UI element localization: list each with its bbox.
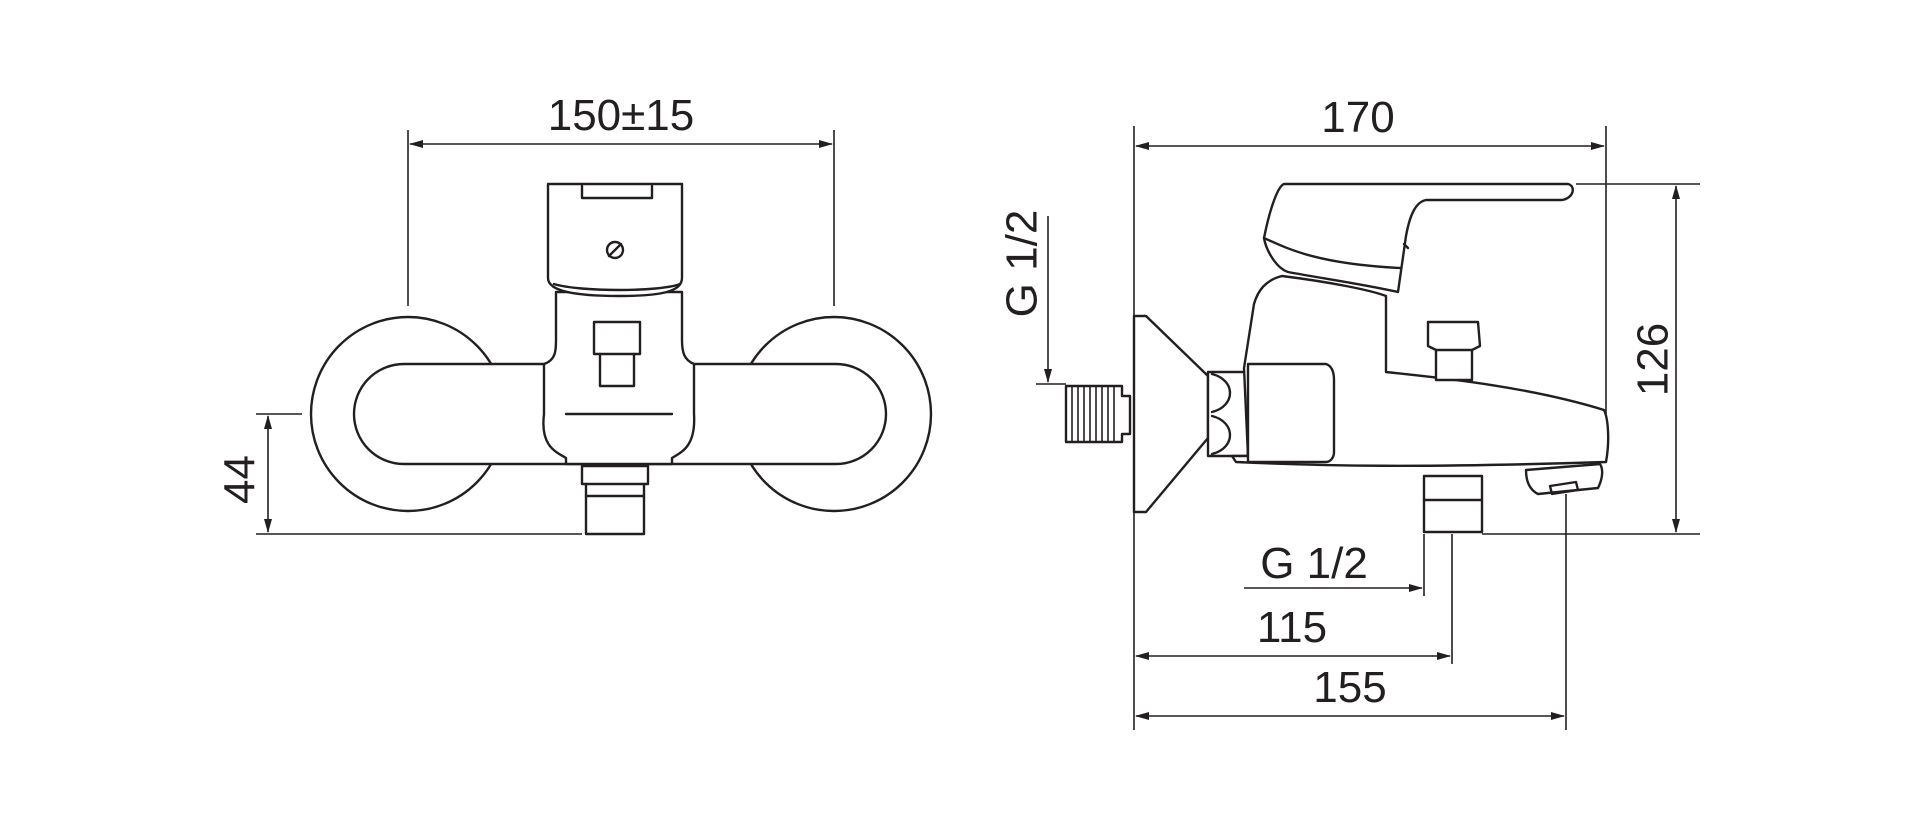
inlet-connector: [1064, 384, 1132, 444]
wall-flange: [1132, 314, 1210, 514]
lever-side: [1262, 182, 1574, 294]
lever-base-line: [552, 282, 682, 292]
lever-tick: [1402, 242, 1410, 250]
spout-aerator: [1548, 480, 1580, 496]
lever-underside: [1262, 236, 1402, 270]
outlet-side: [1422, 474, 1484, 534]
inlet-thread-lines: [1071, 386, 1115, 442]
screw-slot: [607, 242, 623, 258]
outlet-nipple: [580, 464, 650, 498]
overall-length: 170: [1321, 93, 1394, 142]
overall-height: 126: [1629, 323, 1678, 396]
spout: [1524, 462, 1604, 496]
outlet-thread: [584, 494, 646, 536]
lever-handle: [546, 182, 684, 298]
width-dimension: 150±15: [548, 91, 695, 140]
outlet-thread: G 1/2: [1260, 539, 1368, 588]
front-view: 150±15 44: [216, 91, 933, 536]
outlet-distance: 115: [1257, 603, 1327, 652]
lever-cap-recess: [580, 184, 654, 200]
spout-distance: 155: [1313, 663, 1386, 712]
screw-icon: [605, 240, 625, 260]
height-dimension: 44: [216, 455, 265, 504]
hex-nut-faces: [1210, 372, 1231, 456]
side-view: 170 126 G 1/2 G 1/2 115 155: [998, 93, 1700, 730]
inlet-thread: G 1/2: [998, 210, 1047, 318]
body-collar: [1246, 362, 1336, 464]
